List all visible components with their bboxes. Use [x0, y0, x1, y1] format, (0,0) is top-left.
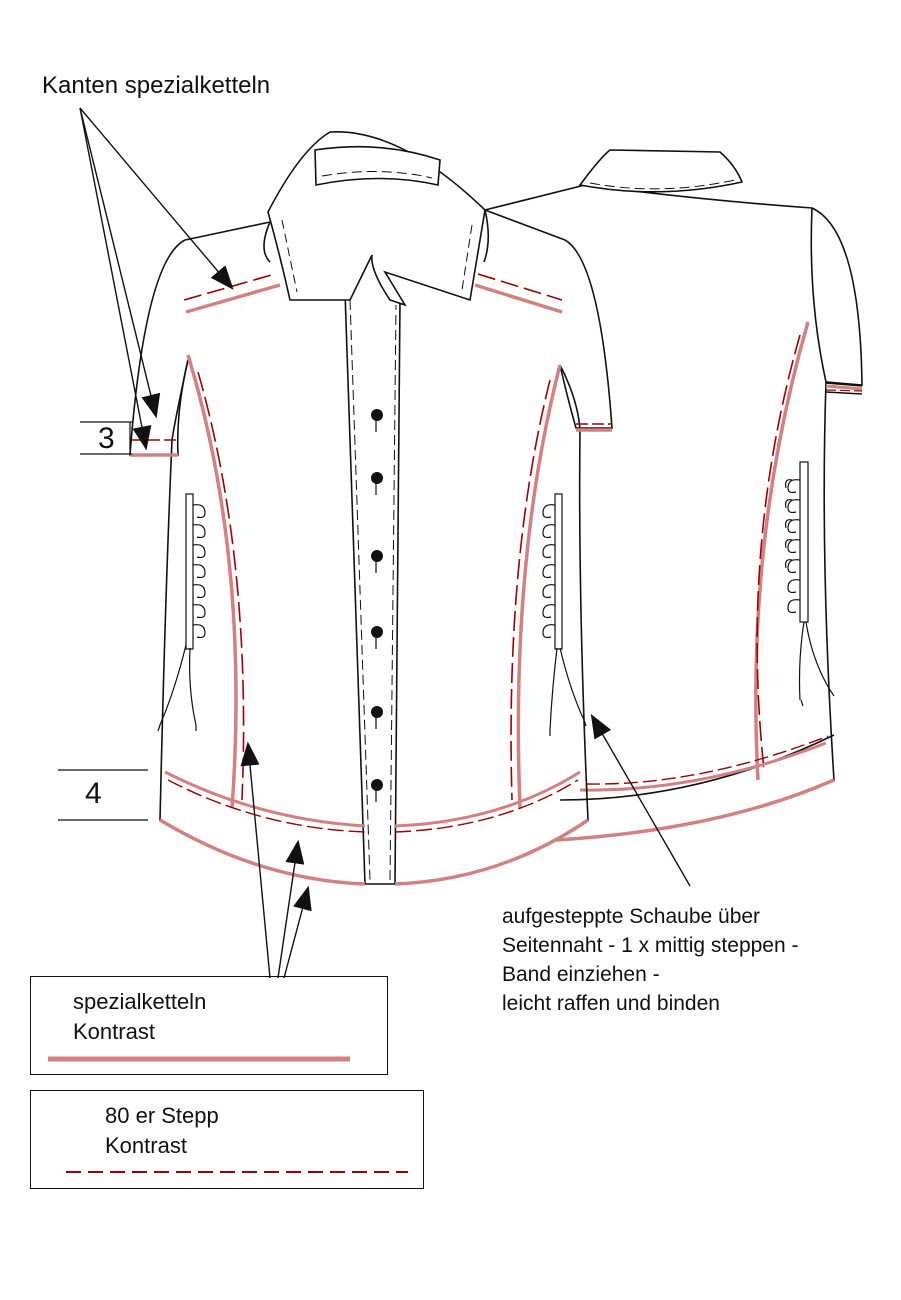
- left-sleeve: [129, 239, 189, 456]
- arrow-icon: [240, 741, 271, 979]
- legend-swatches: [48, 1056, 408, 1173]
- sleeve-hem-dimension: 3: [98, 422, 115, 455]
- button-icon: [371, 626, 383, 638]
- back-collar: [578, 149, 744, 193]
- back-collar-stitch: [589, 179, 736, 190]
- placket: [344, 291, 401, 885]
- back-sleeve-hem: [825, 382, 863, 395]
- legend-overlock-sublabel: Kontrast: [73, 1019, 155, 1044]
- note-line-1: aufgesteppte Schaube über: [502, 905, 761, 928]
- button-icon: [371, 706, 383, 718]
- arrow-icon: [79, 107, 161, 419]
- buttons: [371, 409, 383, 802]
- arrow-icon: [79, 107, 152, 451]
- legend-overlock-box: spezialketteln Kontrast: [30, 976, 388, 1075]
- front-seams: [130, 273, 612, 886]
- note-line-3: Band einziehen -: [502, 963, 660, 986]
- annotation-arrows: [79, 107, 691, 979]
- legend-stitch-sublabel: Kontrast: [105, 1133, 187, 1158]
- front-lacing-right: [542, 493, 587, 736]
- legend-stitch-label: 80 er Stepp: [105, 1103, 219, 1128]
- lacing-icon: [185, 493, 194, 650]
- arrow-icon: [79, 107, 234, 290]
- arrow-icon: [277, 839, 305, 979]
- button-icon: [371, 472, 383, 484]
- button-icon: [371, 550, 383, 562]
- drawstring-icon: [798, 621, 835, 707]
- back-body-hem: [559, 734, 835, 801]
- body-hem-dimension: 4: [85, 777, 102, 810]
- right-sleeve: [559, 239, 613, 429]
- button-icon: [371, 779, 383, 791]
- button-icon: [371, 409, 383, 421]
- front-lacing-left: [157, 493, 206, 732]
- construction-note: aufgesteppte Schaube über Seitennaht - 1…: [502, 902, 799, 1018]
- dimension-lines: [58, 421, 148, 821]
- back-seams: [555, 321, 863, 842]
- back-lacing: [785, 461, 835, 707]
- arrow-icon: [590, 713, 691, 887]
- legend-stitch-box: 80 er Stepp Kontrast: [30, 1090, 424, 1189]
- arrow-icon: [283, 885, 312, 979]
- title-label: Kanten spezialketteln: [42, 72, 271, 99]
- back-body-outline: [484, 184, 863, 841]
- front-view: [129, 131, 613, 885]
- front-body-outline: [159, 209, 589, 885]
- note-line-4: leicht raffen und binden: [502, 992, 720, 1015]
- note-line-2: Seitennaht - 1 x mittig steppen -: [502, 934, 799, 957]
- back-view: [484, 149, 863, 841]
- legend-overlock-label: spezialketteln: [73, 989, 207, 1014]
